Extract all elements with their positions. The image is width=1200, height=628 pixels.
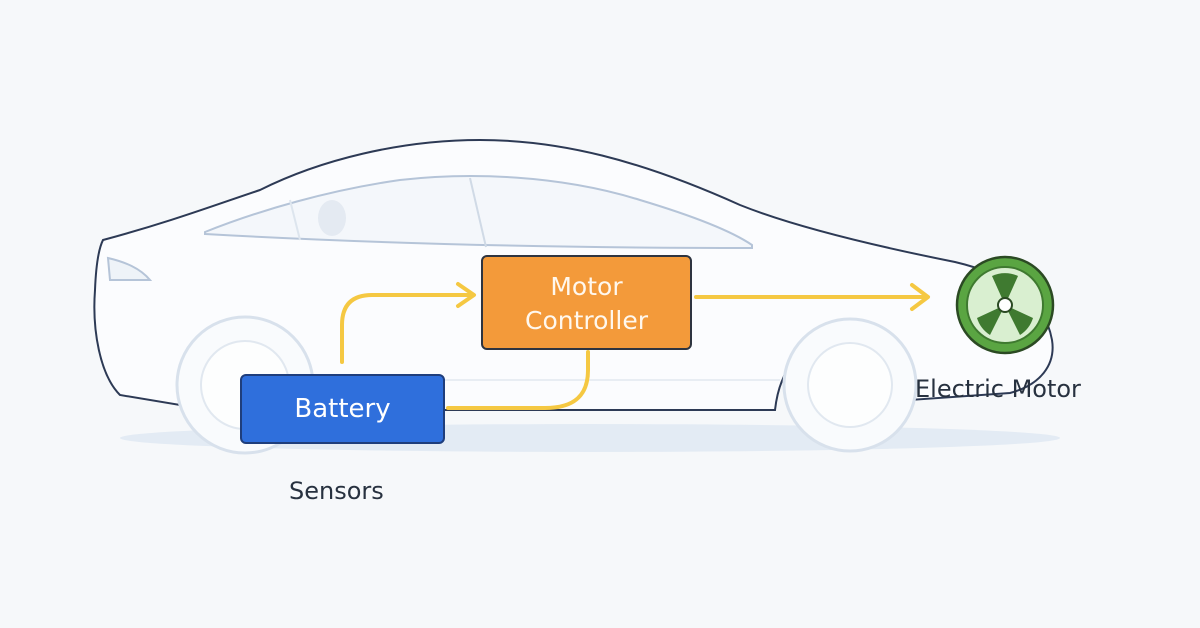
electric-motor-icon <box>955 255 1055 355</box>
battery-label: Battery <box>294 394 391 424</box>
car-pillar-rear <box>289 199 301 241</box>
driver-silhouette <box>318 200 346 236</box>
motor-controller-box: Motor Controller <box>481 255 692 350</box>
motor-controller-label-line1: Motor <box>550 271 623 301</box>
connector-controller-to-battery <box>446 350 590 410</box>
car-light <box>106 256 153 281</box>
arrowhead-controller <box>456 282 476 308</box>
connector-battery-to-controller <box>340 293 472 364</box>
electric-motor-label: Electric Motor <box>915 375 1081 403</box>
sensors-label: Sensors <box>289 477 384 505</box>
front-wheel <box>782 317 918 453</box>
motor-controller-label-line2: Controller <box>525 305 648 335</box>
car-pillar <box>469 177 487 248</box>
battery-box: Battery <box>240 374 445 444</box>
arrowhead-motor <box>910 283 930 311</box>
